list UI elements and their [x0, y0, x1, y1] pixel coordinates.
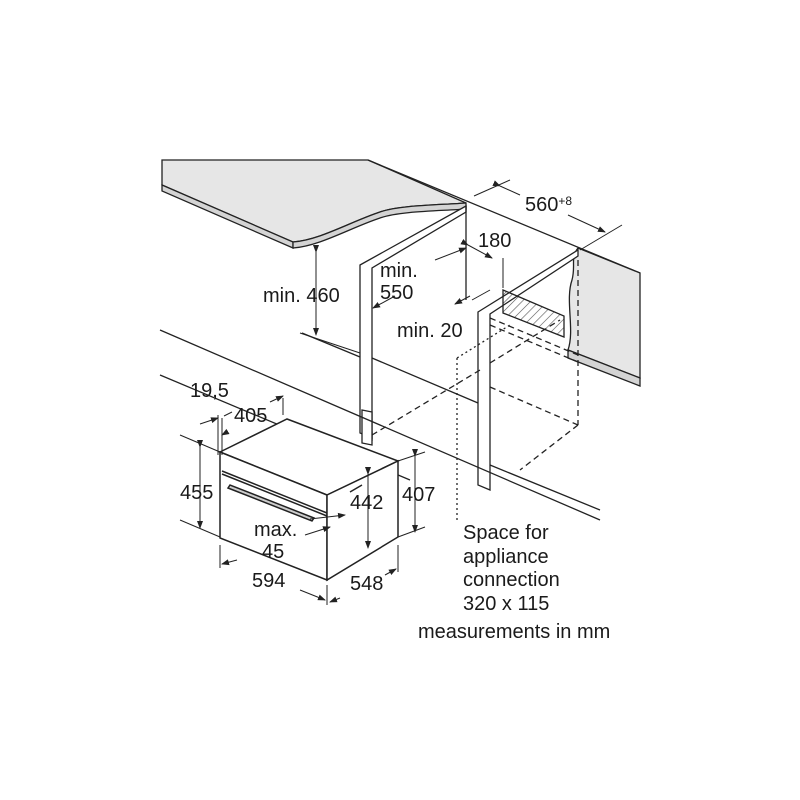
handle-max-value: 45: [262, 541, 285, 563]
connection-space-outline: [456, 324, 511, 520]
min-depth-value: 550: [380, 282, 414, 304]
connection-note-line: connection: [463, 569, 560, 591]
appliance-height-label: 455: [180, 482, 214, 504]
connection-area-hatch: [502, 289, 565, 338]
niche-outline: [371, 260, 579, 471]
connection-note-line: Space for: [463, 522, 549, 544]
min-depth-prefix: min.: [380, 260, 418, 282]
body-height-label: 407: [402, 484, 436, 506]
appliance-depth-label: 548: [350, 573, 384, 595]
dimension-lines: [179, 179, 623, 605]
right-countertop: [485, 247, 641, 387]
door-depth-label: 405: [234, 405, 268, 427]
front-offset-label: 19,5: [190, 380, 229, 402]
connection-note-line: 320 x 115: [463, 592, 550, 615]
cutout-depth-label: 180: [478, 230, 512, 252]
inner-height-label: 442: [350, 492, 384, 514]
min-height-label: min. 460: [263, 285, 340, 307]
niche-width-value: 560: [525, 194, 559, 216]
appliance-width-label: 594: [252, 570, 286, 592]
units-note: measurements in mm: [418, 621, 611, 643]
handle-max-prefix: max.: [254, 519, 298, 541]
connection-note: Space for appliance connection 320 x 115: [463, 522, 560, 616]
cabinet-right-panel: [477, 248, 579, 491]
niche-width-tolerance: +8: [558, 194, 573, 208]
appliance: [218, 418, 400, 582]
niche-width-label: 560+8: [525, 194, 572, 216]
min-gap-label: min. 20: [397, 320, 463, 342]
connection-note-line: appliance: [463, 545, 549, 568]
